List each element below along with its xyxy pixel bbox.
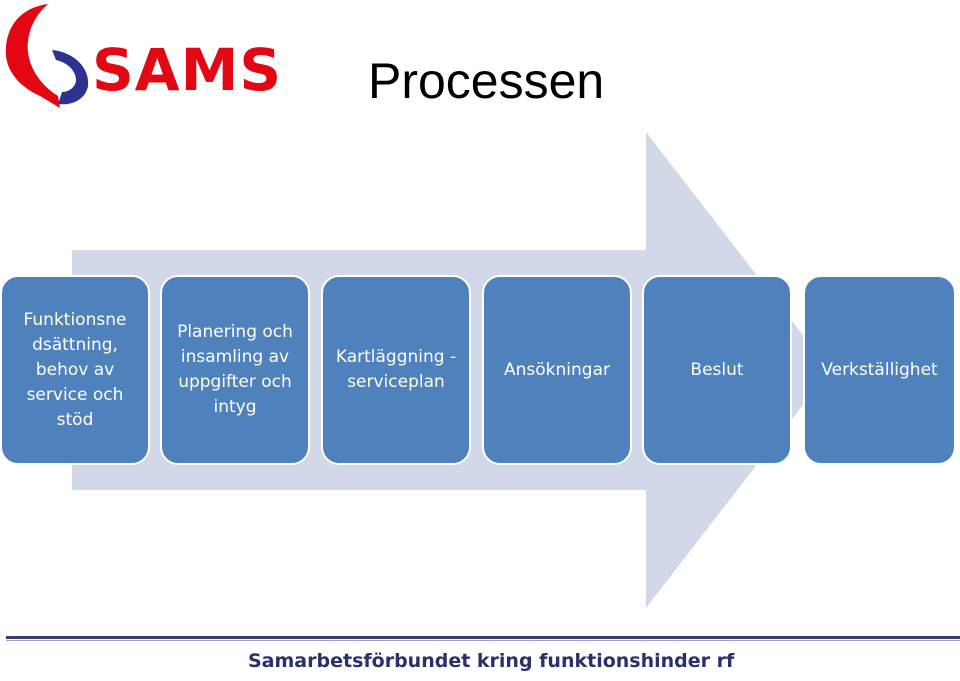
step-label-3: Kartläggning - serviceplan <box>335 347 457 392</box>
step-label-4: Ansökningar <box>504 359 610 380</box>
step-box-1: Funktionsne dsättning, behov av service … <box>0 275 150 465</box>
step-box-4: Ansökningar <box>482 275 632 465</box>
step-label-1: Funktionsne dsättning, behov av service … <box>23 309 127 430</box>
footer-text: Samarbetsförbundet kring funktionshinder… <box>248 650 735 672</box>
step-label-2: Planering och insamling av uppgifter och… <box>177 322 293 417</box>
sams-logo: SAMS <box>0 0 283 112</box>
step-box-3: Kartläggning - serviceplan <box>321 275 471 465</box>
step-box-2: Planering och insamling av uppgifter och… <box>160 275 310 465</box>
step-label-5: Beslut <box>690 359 744 380</box>
page-title: Processen <box>368 53 605 109</box>
step-box-6: Verkställighet <box>803 275 956 465</box>
footer-divider <box>6 636 960 639</box>
logo-text: SAMS <box>92 36 283 104</box>
step-box-5: Beslut <box>642 275 792 465</box>
step-label-6: Verkställighet <box>821 359 938 380</box>
sams-logo-mark <box>5 4 89 108</box>
footer-divider-thin <box>6 640 960 641</box>
